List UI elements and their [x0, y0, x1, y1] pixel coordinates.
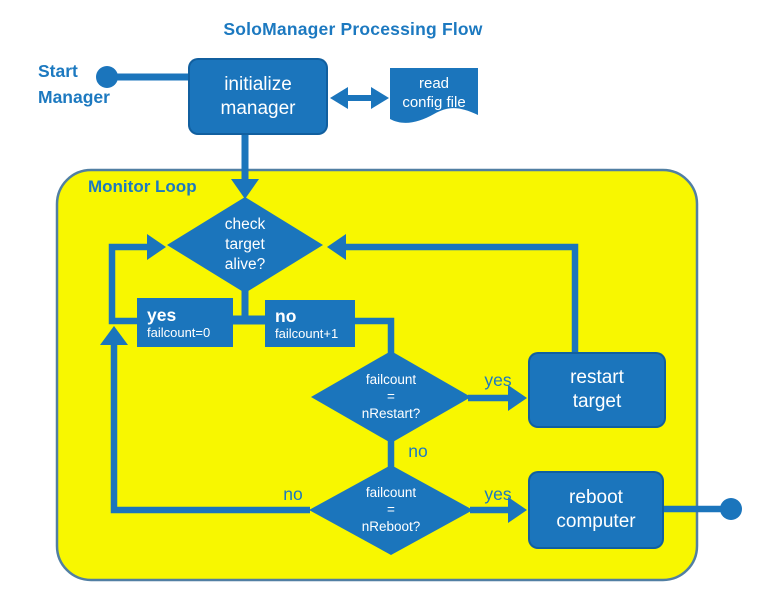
no-branch-detail: failcount+1: [275, 325, 339, 341]
restart-check-diamond: [311, 351, 471, 443]
no-branch-title: no: [275, 305, 297, 326]
arrowhead-to-initialize-icon: [330, 87, 348, 109]
initialize-manager-box: initialize manager: [188, 58, 328, 135]
yes-branch-detail: failcount=0: [147, 324, 211, 340]
restart-check-label: failcount = nRestart?: [361, 372, 421, 421]
edge-label-restart-no: no: [408, 441, 428, 461]
arrowhead-up-loop-icon: [100, 326, 128, 345]
arrowhead-into-reboot-icon: [508, 497, 527, 523]
read-config-document-shape: [390, 68, 478, 123]
check-target-alive-label: check target alive?: [224, 216, 266, 273]
edge-restart-loop: [342, 243, 579, 354]
reboot-check-label: failcount = nReboot?: [361, 485, 421, 534]
monitor-loop-label: Monitor Loop: [88, 177, 197, 196]
arrowhead-left-into-checkalive-icon: [147, 234, 166, 260]
reboot-check-diamond: [309, 465, 473, 555]
edge-label-reboot-no: no: [283, 484, 303, 504]
arrowhead-down-checkalive-icon: [231, 179, 259, 199]
yes-branch-title: yes: [147, 304, 177, 325]
arrowhead-to-readconfig-icon: [371, 87, 389, 109]
check-target-alive-diamond: [167, 197, 323, 293]
arrowhead-into-restart-icon: [508, 385, 527, 411]
edge-label-restart-yes: yes: [484, 370, 512, 390]
edge-no-to-restartcheck: [355, 317, 395, 356]
edge-reboot-no-loop: [110, 341, 310, 514]
restart-target-box: restart target: [528, 352, 666, 428]
start-manager-label: Start Manager: [38, 61, 110, 107]
yes-failcount-box: yes failcount=0: [137, 298, 233, 347]
end-dot-icon: [720, 498, 742, 520]
read-config-file-label: read config file: [402, 75, 466, 111]
no-failcount-box: no failcount+1: [265, 300, 355, 347]
edge-label-reboot-yes: yes: [484, 484, 512, 504]
edge-yes-loop: [108, 243, 150, 325]
arrowhead-right-into-checkalive-icon: [327, 234, 346, 260]
reboot-computer-box: reboot computer: [528, 471, 664, 549]
page-title: SoloManager Processing Flow: [223, 19, 483, 39]
